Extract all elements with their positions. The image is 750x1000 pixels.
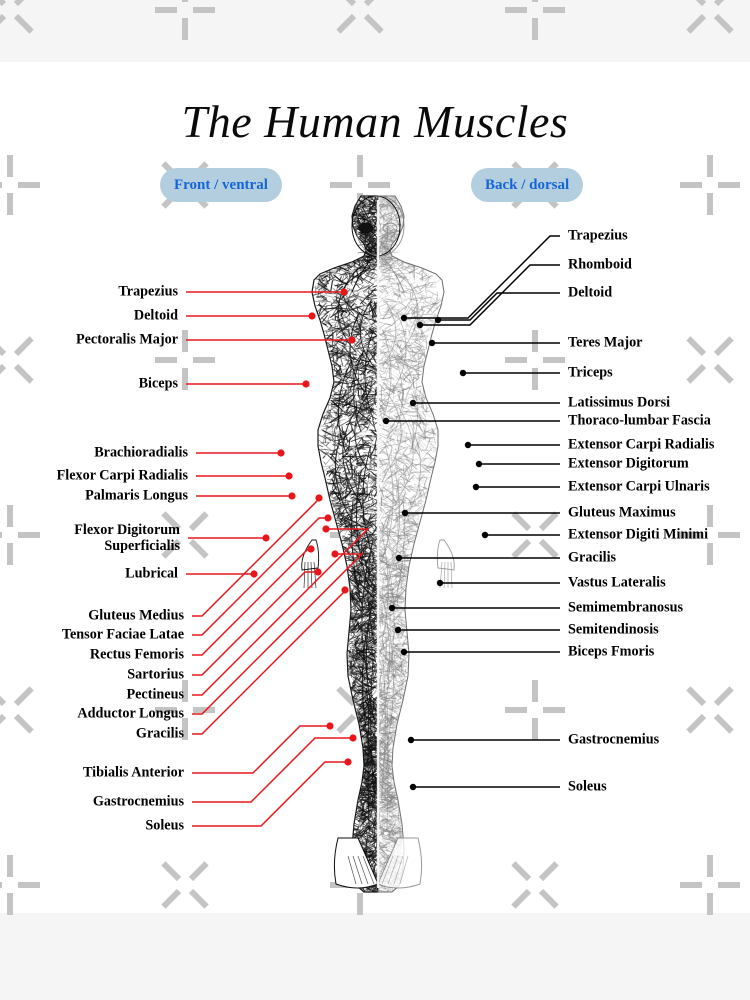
front-muscle-label-12[interactable]: Sartorius: [127, 666, 184, 683]
page-title: The Human Muscles: [181, 96, 569, 147]
front-muscle-label-2[interactable]: Pectoralis Major: [75, 331, 178, 348]
back-muscle-label-15[interactable]: Semitendinosis: [568, 621, 659, 638]
back-muscle-label-0[interactable]: Trapezius: [568, 227, 628, 244]
back-muscle-label-16[interactable]: Biceps Fmoris: [568, 643, 655, 660]
back-muscle-label-4[interactable]: Triceps: [568, 364, 613, 381]
back-muscle-label-5[interactable]: Latissimus Dorsi: [568, 394, 671, 411]
front-muscle-label-16[interactable]: Tibialis Anterior: [82, 764, 184, 781]
front-muscle-label-10[interactable]: Tensor Faciae Latae: [61, 626, 184, 643]
back-muscle-label-18[interactable]: Soleus: [568, 778, 607, 795]
front-muscle-label-17[interactable]: Gastrocnemius: [92, 793, 184, 810]
back-muscle-label-2[interactable]: Deltoid: [568, 284, 613, 301]
front-muscle-label-6[interactable]: Palmaris Longus: [85, 487, 188, 504]
front-muscle-label-8[interactable]: Lubrical: [125, 565, 178, 582]
front-view-pill[interactable]: Front / ventral: [160, 168, 282, 202]
front-muscle-label-4[interactable]: Brachioradialis: [94, 444, 188, 461]
back-muscle-label-17[interactable]: Gastrocnemius: [568, 731, 660, 748]
back-muscle-label-3[interactable]: Teres Major: [568, 334, 643, 351]
front-muscle-label-3[interactable]: Biceps: [138, 375, 178, 392]
front-muscle-label-0[interactable]: Trapezius: [118, 283, 178, 300]
front-muscle-label-18[interactable]: Soleus: [145, 817, 184, 834]
front-muscle-label-1[interactable]: Deltoid: [133, 307, 178, 324]
back-muscle-label-7[interactable]: Extensor Carpi Radialis: [568, 436, 715, 453]
front-muscle-label-11[interactable]: Rectus Femoris: [89, 646, 184, 663]
back-muscle-label-6[interactable]: Thoraco-lumbar Fascia: [568, 412, 711, 429]
back-view-pill[interactable]: Back / dorsal: [471, 168, 584, 202]
back-muscle-label-11[interactable]: Extensor Digiti Minimi: [568, 526, 709, 543]
back-muscle-label-10[interactable]: Gluteus Maximus: [568, 504, 676, 521]
back-muscle-label-12[interactable]: Gracilis: [568, 549, 617, 566]
front-muscle-label-15[interactable]: Gracilis: [135, 725, 184, 742]
back-muscle-label-9[interactable]: Extensor Carpi Ulnaris: [568, 478, 710, 495]
front-muscle-label-14[interactable]: Adductor Longus: [77, 705, 184, 722]
back-muscle-label-1[interactable]: Rhomboid: [568, 256, 632, 273]
back-muscle-label-8[interactable]: Extensor Digitorum: [568, 455, 689, 472]
back-muscle-label-13[interactable]: Vastus Lateralis: [568, 574, 666, 591]
front-muscle-label-5[interactable]: Flexor Carpi Radialis: [56, 467, 188, 484]
front-muscle-label-7[interactable]: Flexor Digitorum Superficialis: [74, 522, 180, 554]
bottom-band: [0, 913, 750, 1000]
back-muscle-label-14[interactable]: Semimembranosus: [568, 599, 684, 616]
front-muscle-label-9[interactable]: Gluteus Medius: [88, 607, 184, 624]
front-muscle-label-13[interactable]: Pectineus: [126, 686, 184, 703]
